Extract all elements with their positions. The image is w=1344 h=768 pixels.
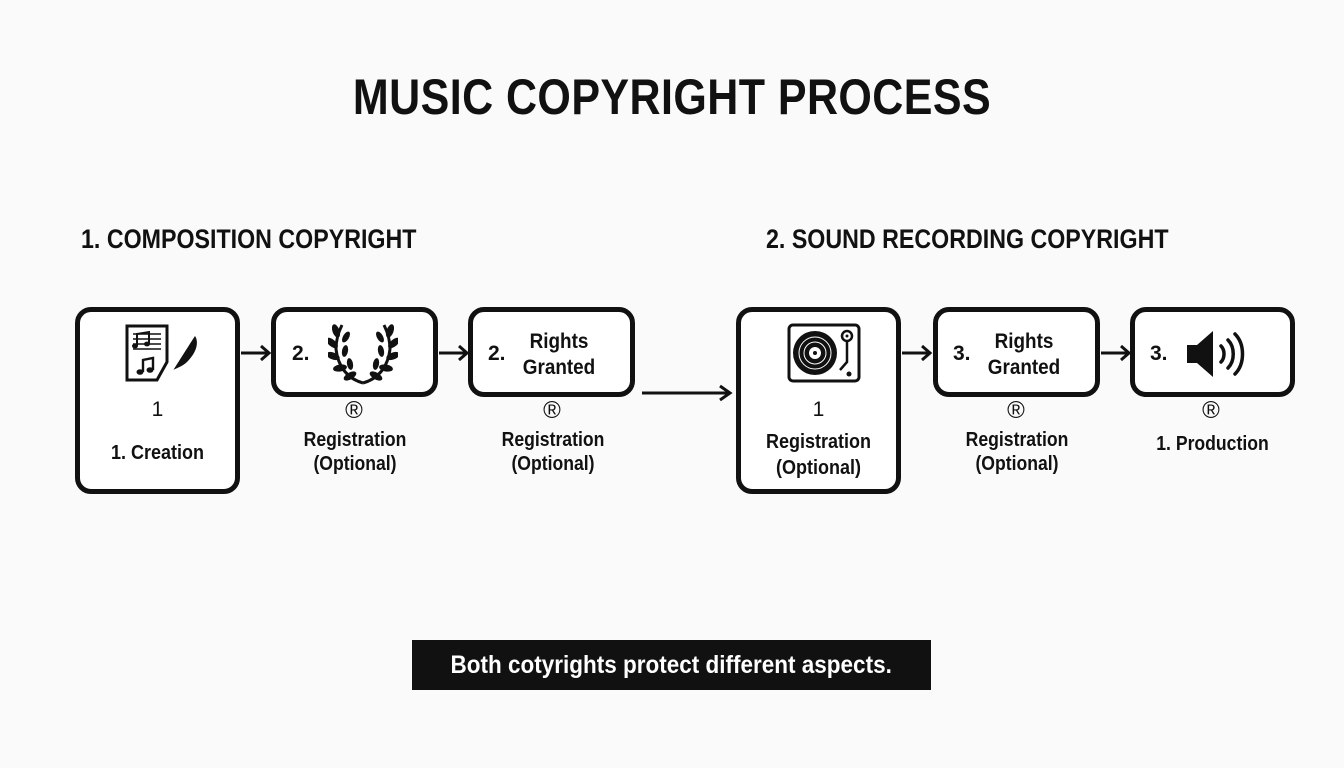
step-text-rights-granted: Rights Granted — [522, 330, 596, 379]
arrow-right — [439, 344, 470, 362]
step-production-box: 3. — [1130, 307, 1295, 397]
registered-symbol: ® — [543, 397, 561, 424]
step-creation-box: 1 1. Creation — [75, 307, 240, 494]
laurel-wreath-icon — [328, 324, 398, 385]
step-label-creation: 1. Creation — [110, 442, 205, 464]
step-label-registration: Registration (Optional) — [501, 429, 605, 475]
step-label-registration: Registration (Optional) — [303, 429, 407, 475]
step-rights-granted-box: 2. Rights Granted — [468, 307, 635, 397]
registered-symbol: ® — [1202, 397, 1220, 424]
step-text-rights-granted: Rights Granted — [987, 330, 1061, 379]
turntable-icon — [787, 323, 861, 383]
arrow-right — [1101, 344, 1132, 362]
step-label-registration: Registration (Optional) — [965, 429, 1069, 475]
footer-text: Both cotyrights protect different aspect… — [450, 650, 893, 679]
step-number: 1 — [812, 398, 825, 421]
section-heading-composition: 1. COMPOSITION COPYRIGHT — [81, 224, 417, 254]
step-rights-granted-box: 3. Rights Granted — [933, 307, 1100, 397]
arrow-right — [902, 344, 933, 362]
registered-symbol: ® — [345, 397, 363, 424]
step-label-registration: Registration (Optional) — [765, 431, 872, 479]
step-box-number: 3. — [953, 342, 971, 365]
step-registration-box: 2. — [271, 307, 438, 397]
arrow-right — [241, 344, 272, 362]
arrow-right-connector — [642, 384, 733, 402]
section-heading-sound-recording: 2. SOUND RECORDING COPYRIGHT — [766, 224, 1169, 254]
footer-note: Both cotyrights protect different aspect… — [412, 640, 931, 690]
step-box-number: 3. — [1150, 342, 1168, 365]
step-box-number: 2. — [488, 342, 506, 365]
speaker-icon — [1187, 331, 1245, 377]
diagram-title: MUSIC COPYRIGHT PROCESS — [352, 69, 992, 125]
step-label-production: 1. Production — [1156, 433, 1269, 455]
step-number: 1 — [151, 398, 164, 421]
step-box-number: 2. — [292, 342, 310, 365]
sheet-music-quill-icon — [125, 324, 197, 383]
step-recording-box: 1 Registration (Optional) — [736, 307, 901, 494]
registered-symbol: ® — [1007, 397, 1025, 424]
